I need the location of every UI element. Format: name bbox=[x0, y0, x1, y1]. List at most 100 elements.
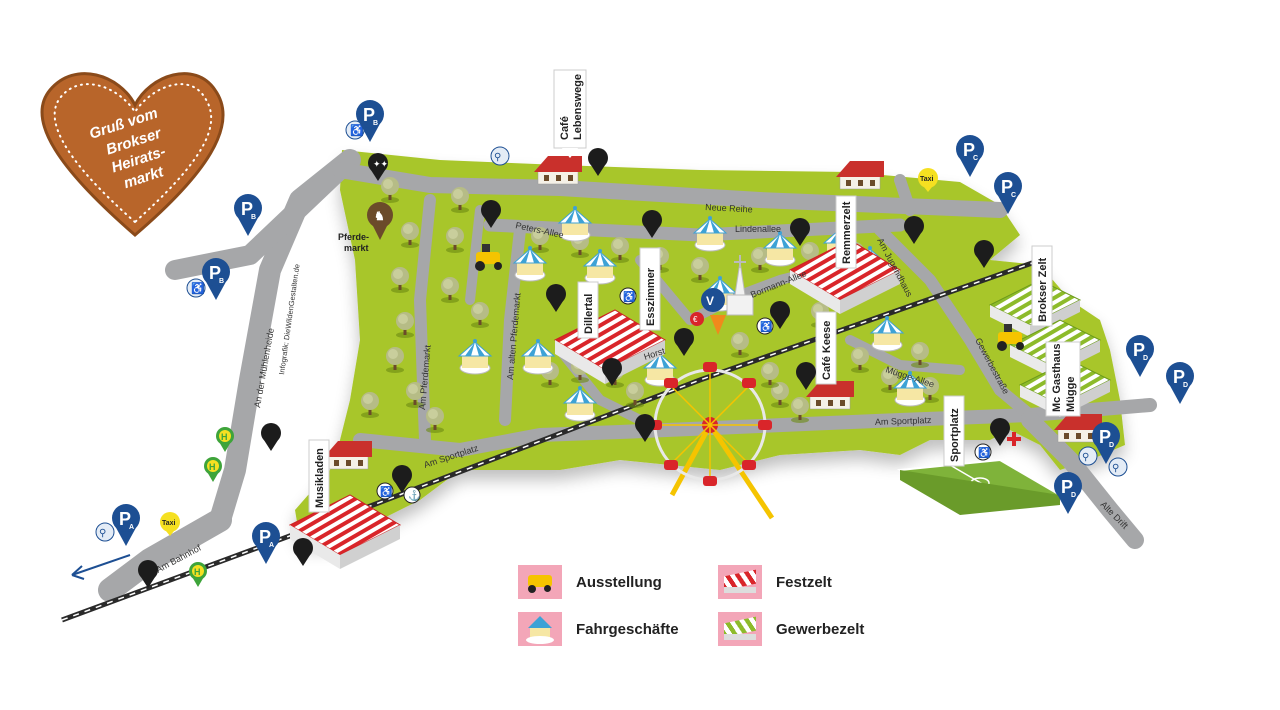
svg-text:Musikladen: Musikladen bbox=[314, 448, 326, 508]
atm-icon: € bbox=[690, 312, 726, 335]
svg-text:Taxi: Taxi bbox=[920, 176, 934, 183]
svg-text:⚲: ⚲ bbox=[1112, 463, 1119, 474]
venue-brokser-zelt: Brokser Zelt bbox=[1031, 245, 1053, 327]
parking-zone: D bbox=[1183, 382, 1188, 389]
bus-stops: H H H bbox=[189, 427, 234, 587]
parking-pin: PC bbox=[956, 135, 984, 177]
venue-cafe-lebenswege: Café Lebenswege bbox=[553, 69, 587, 158]
legend-gewerbezelt-label: Gewerbezelt bbox=[776, 620, 865, 638]
parking-zone: B bbox=[219, 278, 224, 285]
svg-text:⚲: ⚲ bbox=[1082, 452, 1089, 463]
first-aid-icon bbox=[1007, 432, 1021, 446]
svg-text:Mc Gasthaus: Mc Gasthaus bbox=[1051, 344, 1063, 412]
svg-text:♿: ♿ bbox=[623, 290, 635, 303]
festzelt-swatch bbox=[718, 565, 762, 599]
gingerbread-heart: Gruß vom Brokser Heirats- markt bbox=[40, 72, 225, 237]
parking-letter: P bbox=[259, 527, 271, 547]
wheelchair-icon: ♿ bbox=[376, 482, 394, 500]
baby-change-icon: ⚓ bbox=[403, 486, 421, 504]
wheelchair-icon: ♿ bbox=[186, 278, 206, 298]
svg-text:Sportplatz: Sportplatz bbox=[949, 408, 961, 462]
legend-ausstellung: Ausstellung bbox=[518, 565, 662, 599]
parking-pin: PD bbox=[1126, 335, 1154, 377]
parking-pin: PD bbox=[1166, 362, 1194, 404]
parking-zone: D bbox=[1143, 355, 1148, 362]
wc-icon bbox=[261, 423, 281, 451]
legend-gewerbezelt: Gewerbezelt bbox=[718, 612, 864, 646]
taxi-stands: Taxi Taxi bbox=[160, 168, 938, 536]
taxi-icon: Taxi bbox=[160, 512, 180, 536]
motorbike-icon: ⚲ bbox=[95, 522, 115, 542]
bus-stop-icon: H bbox=[204, 457, 222, 482]
venue-remmerzelt: Remmerzelt bbox=[835, 195, 857, 269]
legend-festzelt: Festzelt bbox=[718, 565, 832, 599]
svg-text:markt: markt bbox=[344, 243, 369, 253]
venue-pferdemarkt: ♞ Pferde- markt bbox=[338, 202, 393, 253]
parking-zone: D bbox=[1071, 492, 1076, 499]
parking-letter: P bbox=[1133, 340, 1145, 360]
svg-text:Mügge: Mügge bbox=[1065, 377, 1077, 412]
gewerbezelt-swatch bbox=[718, 612, 762, 646]
bank-icon: V bbox=[701, 288, 725, 312]
svg-text:♿: ♿ bbox=[350, 124, 364, 137]
infografik-credit: Infografik: DieWildenGestalten.de bbox=[277, 263, 301, 375]
svg-text:Pferde-: Pferde- bbox=[338, 232, 369, 242]
street-am-sportplatz-right: Am Sportplatz bbox=[875, 415, 932, 427]
parking-pin: PD bbox=[1092, 422, 1120, 464]
parking-pin: PB bbox=[234, 194, 262, 236]
svg-text:♿: ♿ bbox=[191, 282, 205, 295]
parking-zone: B bbox=[251, 214, 256, 221]
wc-pins: ✦✦ bbox=[138, 148, 1010, 588]
parking-zone: D bbox=[1109, 442, 1114, 449]
parking-pin: PB bbox=[356, 100, 384, 142]
legend-festzelt-label: Festzelt bbox=[776, 573, 832, 591]
svg-text:Esszimmer: Esszimmer bbox=[645, 267, 657, 326]
venue-cafe-keese: Café Keese bbox=[815, 311, 837, 385]
parking-pin: PA bbox=[112, 504, 140, 546]
street-neue-reihe: Neue Reihe bbox=[705, 202, 753, 214]
svg-text:Dillertal: Dillertal bbox=[583, 294, 595, 334]
svg-text:V: V bbox=[706, 294, 714, 308]
venue-musikladen: Musikladen bbox=[308, 439, 330, 513]
parking-zone: A bbox=[129, 524, 134, 531]
wheelchair-icon: ♿ bbox=[974, 443, 992, 461]
parking-letter: P bbox=[119, 509, 131, 529]
venue-labels: Café Lebenswege Remmerzelt Brokser Zelt … bbox=[308, 69, 1081, 513]
svg-text:Café Keese: Café Keese bbox=[821, 321, 833, 380]
bike-icon: ⚲ bbox=[1078, 446, 1098, 466]
wc-icon bbox=[293, 538, 313, 566]
parking-letter: P bbox=[241, 199, 253, 219]
venue-gasthaus: Mc Gasthaus Mügge bbox=[1045, 341, 1081, 417]
svg-text:✦✦: ✦✦ bbox=[373, 159, 389, 169]
svg-text:Café: Café bbox=[559, 116, 571, 140]
parking-pin: PA bbox=[252, 522, 280, 564]
motorbike-icon: ⚲ bbox=[1108, 457, 1128, 477]
bus-stop-icon: H bbox=[189, 562, 207, 587]
legend-fahrgeschaefte-label: Fahrgeschäfte bbox=[576, 620, 679, 638]
ausstellung-mowers bbox=[475, 244, 1024, 351]
svg-text:€: € bbox=[693, 315, 698, 324]
legend-ausstellung-label: Ausstellung bbox=[576, 573, 662, 591]
parking-letter: P bbox=[1001, 177, 1013, 197]
monument bbox=[726, 255, 754, 316]
street-lindenallee: Lindenallee bbox=[735, 224, 781, 234]
parking-zone: C bbox=[1011, 192, 1016, 199]
svg-text:⚓: ⚓ bbox=[408, 489, 420, 502]
wc-icon: ✦✦ bbox=[368, 153, 389, 181]
horse-icon: ♞ bbox=[374, 209, 385, 223]
svg-text:♿: ♿ bbox=[760, 320, 772, 333]
venue-dillertal: Dillertal bbox=[577, 281, 599, 339]
bus-stop-icon: H bbox=[216, 427, 234, 452]
venue-sportplatz: Sportplatz bbox=[943, 395, 965, 467]
railway bbox=[61, 259, 1036, 623]
taxi-icon: Taxi bbox=[918, 168, 938, 192]
parking-zone: C bbox=[973, 155, 978, 162]
wheelchair-icon: ♿ bbox=[619, 287, 637, 305]
svg-text:H: H bbox=[194, 567, 201, 577]
fahrgeschaefte-swatch bbox=[518, 612, 562, 646]
sportplatz-field bbox=[896, 458, 1064, 515]
svg-text:Remmerzelt: Remmerzelt bbox=[841, 201, 853, 264]
wc-icon bbox=[990, 418, 1010, 446]
